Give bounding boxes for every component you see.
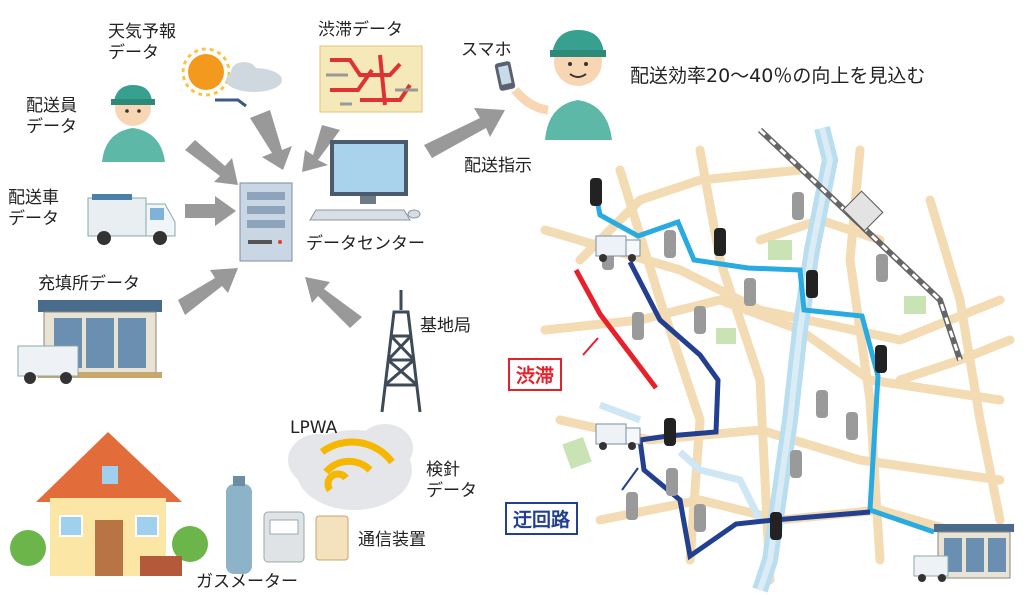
datacenter-label: データセンター: [306, 234, 425, 254]
detour-tag: 迂回路: [505, 502, 579, 535]
arrow-driver: [185, 140, 238, 185]
route-main: [593, 194, 935, 535]
delivery-truck-icon: [87, 194, 176, 245]
gas-meter-label: ガスメーター: [196, 572, 298, 592]
weather-data-label: 天気予報 データ: [108, 22, 176, 64]
gas-meter-icon: [263, 511, 305, 563]
filling-station-icon: [17, 300, 162, 384]
map-truck-middle: [595, 423, 641, 450]
smartphone-worker-icon: [494, 30, 612, 140]
lpwa-label: LPWA: [290, 418, 338, 438]
house-icon: [10, 432, 208, 576]
arrow-weather: [250, 110, 292, 170]
comm-device-label: 通信装置: [358, 530, 426, 550]
meter-reading-line1: 検針: [426, 460, 460, 480]
flow-arrows: [178, 108, 505, 328]
arrow-vehicle: [185, 196, 236, 226]
driver-label-line2: データ: [26, 117, 77, 137]
driver-data-label: 配送員 データ: [26, 96, 77, 138]
weather-label-line1: 天気予報: [108, 22, 176, 42]
traffic-map-icon: [319, 45, 423, 113]
congestion-tag: 渋滞: [508, 358, 563, 391]
headline: 配送効率20～40％の向上を見込む: [630, 65, 926, 87]
vehicle-data-label: 配送車 データ: [8, 188, 59, 230]
map-truck-top: [595, 235, 641, 262]
map-filling-station: [913, 524, 1014, 582]
vehicle-label-line1: 配送車: [8, 188, 59, 208]
arrow-basestation: [305, 277, 362, 328]
gas-cylinder-icon: [226, 476, 252, 574]
route-congestion: [573, 268, 658, 390]
arrow-station: [178, 268, 238, 315]
lpwa-signal-icon: [288, 424, 413, 510]
driver-label-line1: 配送員: [26, 96, 77, 116]
meter-reading-label: 検針 データ: [426, 460, 477, 502]
delivery-instruction-label: 配送指示: [464, 156, 532, 176]
monitor-icon: [309, 140, 421, 221]
arrow-traffic: [302, 125, 340, 172]
smartphone-label: スマホ: [461, 40, 512, 60]
weather-label-line2: データ: [108, 43, 159, 63]
filling-station-label: 充填所データ: [38, 274, 140, 294]
server-icon: [239, 182, 293, 262]
base-station-label: 基地局: [420, 316, 471, 336]
traffic-data-label: 渋滞データ: [318, 20, 403, 40]
sun-cloud-icon: [181, 47, 282, 108]
meter-reading-line2: データ: [426, 481, 477, 501]
driver-icon: [102, 85, 165, 162]
base-station-tower-icon: [380, 290, 422, 413]
map-cylinders: [590, 178, 888, 540]
vehicle-label-line2: データ: [8, 209, 59, 229]
comm-device-icon: [315, 515, 349, 561]
arrow-instruction: [424, 108, 505, 158]
